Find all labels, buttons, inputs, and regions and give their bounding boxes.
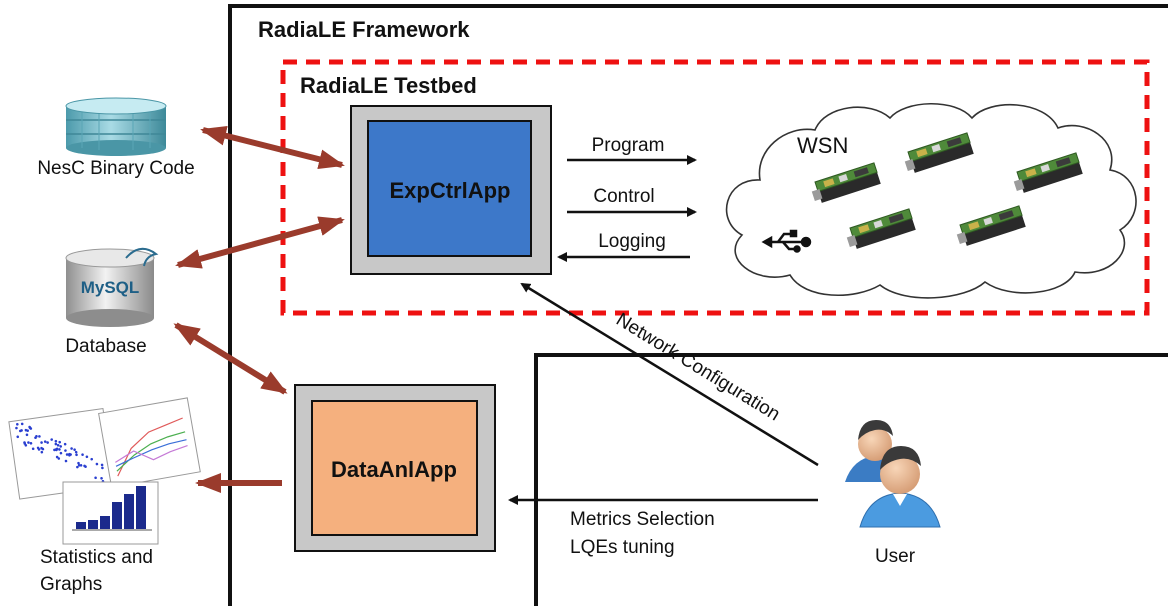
scatter-dot (58, 448, 61, 451)
scatter-dot (83, 464, 86, 468)
scatter-dot (50, 438, 53, 441)
metrics-label-2: LQEs tuning (570, 537, 675, 558)
usb-icon (761, 229, 812, 253)
scatter-dot (20, 429, 23, 432)
scatter-dot (28, 425, 31, 429)
sensor-mote-icon (1013, 152, 1083, 193)
scatter-dot (35, 434, 38, 438)
scatter-dot (65, 453, 69, 456)
scatter-dot (73, 448, 76, 452)
stats-label-1: Statistics and (40, 547, 153, 568)
database-expctrl-arrow (175, 216, 345, 269)
scatter-dot (76, 465, 79, 469)
scatter-dot (20, 422, 24, 426)
scatter-dot (85, 455, 89, 459)
stats-label-2: Graphs (40, 574, 102, 595)
scatter-dot (38, 435, 41, 438)
scatter-dot (25, 433, 29, 437)
scatter-dot (58, 440, 62, 444)
testbed-title: RadiaLE Testbed (300, 73, 477, 98)
sensor-mote-icon (846, 208, 916, 249)
scatter-dot (59, 451, 63, 455)
framework-title: RadiaLE Framework (258, 17, 470, 42)
scatter-dot (70, 447, 73, 450)
scatter-dot (40, 450, 44, 454)
scatter-dot (59, 445, 63, 448)
scatter-dot (90, 457, 93, 461)
scatter-dot (46, 441, 49, 444)
scatter-dot (31, 447, 35, 451)
scatter-dot (40, 446, 43, 450)
scatter-dot (56, 443, 60, 447)
scatter-dot (75, 453, 78, 457)
scatter-dot (100, 463, 104, 467)
scatter-dot (43, 440, 47, 443)
scatter-dot (68, 453, 71, 457)
scatter-dot (24, 444, 28, 447)
scatter-dot (100, 477, 103, 480)
expctrl-app-label: ExpCtrlApp (390, 178, 511, 203)
scatter-dot (55, 447, 59, 451)
framework-frame (228, 4, 1168, 606)
sensor-mote-icon (811, 162, 881, 203)
dataanl-app-label: DataAnlApp (331, 457, 457, 482)
scatter-dot (27, 441, 30, 444)
scatter-dot (15, 426, 18, 430)
sensor-mote-icon (956, 205, 1026, 246)
wsn-cloud (725, 102, 1137, 299)
user-label: User (875, 546, 916, 567)
dataanl-app-box (294, 384, 496, 552)
scatter-dot (57, 457, 61, 460)
scatter-dot (40, 441, 43, 444)
scatter-dot (81, 453, 84, 456)
network-config-label: Network Configuration (612, 309, 783, 425)
user-icon (845, 420, 941, 528)
scatter-dot (63, 442, 67, 446)
testbed-border (280, 59, 1150, 316)
nesc-expctrl-arrow (200, 125, 345, 170)
scatter-dot (74, 450, 78, 454)
control-label: Control (593, 186, 654, 207)
scatter-dot (29, 442, 33, 445)
nesc-cylinder-icon (65, 97, 167, 156)
nesc-label: NesC Binary Code (37, 158, 194, 179)
logging-label: Logging (598, 231, 666, 252)
program-label: Program (592, 135, 665, 156)
scatter-dot (79, 464, 83, 467)
database-label: Database (65, 336, 146, 357)
wsn-motes (811, 132, 1083, 249)
scatter-dot (26, 429, 29, 432)
scatter-dot (94, 476, 97, 480)
scatter-dot (101, 466, 104, 470)
statistics-graphs-icon (8, 397, 201, 545)
scatter-dot (16, 423, 19, 426)
scatter-dot (54, 442, 58, 446)
scatter-dot (64, 449, 67, 452)
database-dataanl-arrow (173, 322, 288, 395)
scatter-dot (95, 462, 99, 466)
scatter-dot (77, 464, 81, 467)
mysql-database-icon (65, 247, 159, 327)
scatter-dot (64, 459, 68, 463)
metrics-label-1: Metrics Selection (570, 509, 715, 530)
wsn-label: WSN (797, 133, 848, 158)
sensor-mote-icon (904, 132, 974, 173)
scatter-dot (54, 439, 58, 443)
scatter-dot (36, 446, 40, 450)
mysql-logo-text: MySQL (81, 278, 140, 297)
expctrl-app-box (350, 105, 552, 275)
scatter-dot (77, 461, 80, 465)
network-config-arrow (520, 282, 819, 467)
scatter-dot (16, 435, 20, 439)
